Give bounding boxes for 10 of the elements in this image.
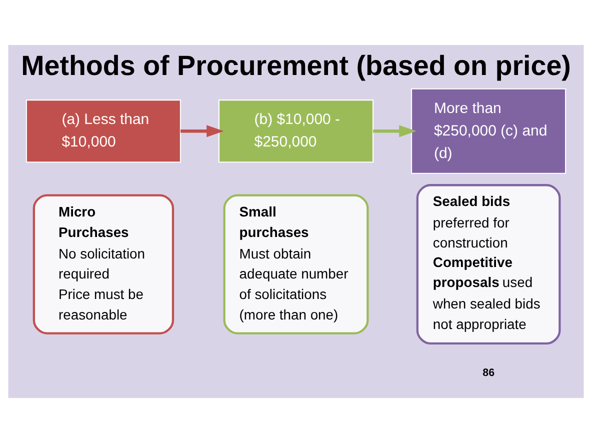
node-box: Sealed bids preferred for construction Competitive proposals used when sealed bids not appropriate (416, 184, 561, 345)
arrow (180, 125, 224, 138)
label: 86 (482, 367, 495, 380)
node-box: (a) Less than $10,000 (26, 100, 181, 163)
node-box: More than $250,000 (c) and (d) (410, 88, 566, 174)
node-box: (b) $10,000 - $250,000 (218, 100, 374, 163)
diagram-title: Methods of Procurement (based on price) (21, 50, 571, 81)
node-box: Micro Purchases No solicitation required Price must be reasonable (32, 194, 174, 334)
arrow (373, 125, 416, 138)
node-box: Small purchases Must obtain adequate number of solicitations (more than one) (223, 194, 369, 334)
